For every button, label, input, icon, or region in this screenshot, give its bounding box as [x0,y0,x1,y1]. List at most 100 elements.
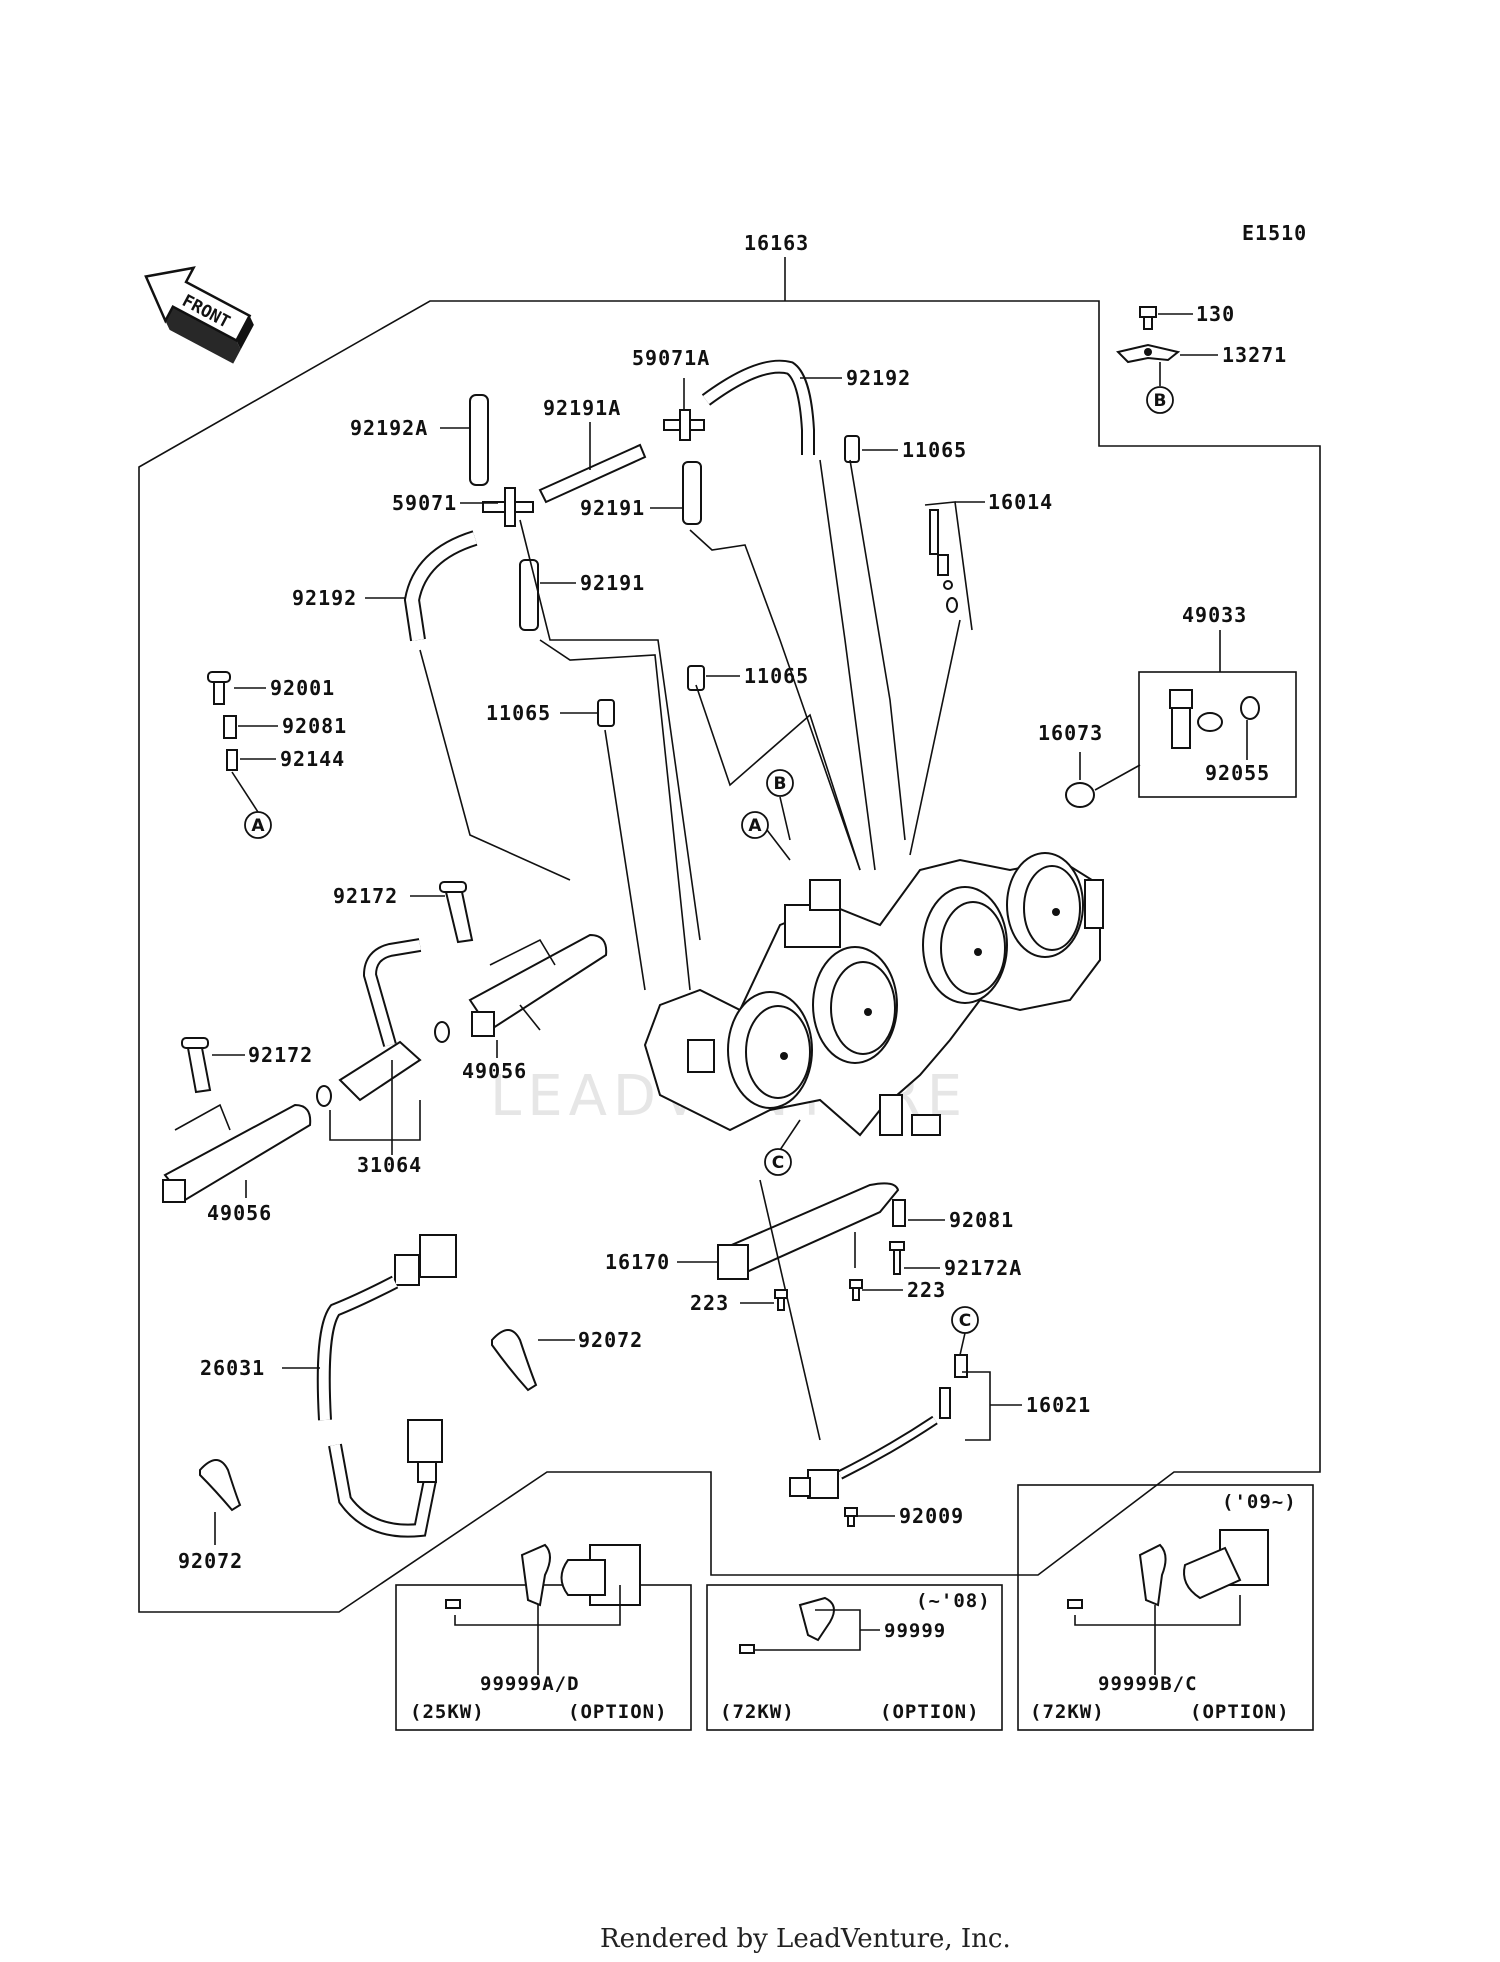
label-92081-left: 92081 [282,714,347,738]
tee-59071a [663,409,705,441]
footer-credit: Rendered by LeadVenture, Inc. [600,1924,1011,1954]
label-92191-b: 92191 [580,571,645,595]
label-16170: 16170 [605,1250,670,1274]
label-16073: 16073 [1038,721,1103,745]
label-92192-top: 92192 [846,366,911,390]
label-16014: 16014 [988,490,1053,514]
option3-years: ('09~) [1222,1491,1297,1513]
hose-92191-b [519,559,539,631]
hose-92192a [469,394,489,486]
option3-part: 99999B/C [1098,1673,1198,1695]
pipe-31064 [316,938,450,1107]
option-box-3: ('09~) 99999B/C (72KW) (OPTION) [1017,1484,1314,1731]
option1-option: (OPTION) [568,1701,668,1723]
cap-11065-mid [687,665,705,691]
screw-223-right [849,1279,863,1301]
option-box-2: (~'08) 99999 (72KW) (OPTION) [706,1584,1003,1731]
screw-92144 [226,749,238,771]
box-49033 [1138,671,1297,798]
option2-option: (OPTION) [880,1701,980,1723]
svg-text:A: A [251,816,265,836]
option-box-1: 99999A/D (25KW) (OPTION) [395,1543,692,1731]
label-59071: 59071 [392,491,457,515]
harness-26031 [316,1234,457,1538]
screw-set-16014 [929,509,958,613]
svg-text:B: B [1154,391,1167,411]
screw-92001 [207,671,231,705]
svg-text:C: C [959,1311,971,1331]
assembly-boundary [138,300,1321,1613]
label-11065-top: 11065 [902,438,967,462]
screw-92172-left [181,1037,212,1094]
label-92144: 92144 [280,747,345,771]
diagram-code: E1510 [1242,221,1307,245]
option2-power: (72KW) [720,1701,795,1723]
label-59071a: 59071A [632,346,710,370]
label-49056-mid: 49056 [462,1059,527,1083]
callout-b-mid [766,769,794,797]
bracket-icon [1067,1529,1269,1609]
label-92072-bottom: 92072 [178,1549,243,1573]
label-26031: 26031 [200,1356,265,1380]
option3-power: (72KW) [1030,1701,1105,1723]
label-11065-mid: 11065 [744,664,809,688]
label-130: 130 [1196,302,1235,326]
bracket-13271 [1116,343,1181,364]
screw-92009 [844,1507,858,1527]
option2-years: (~'08) [916,1590,991,1612]
label-92172-left: 92172 [248,1043,313,1067]
hose-92191a [538,443,647,504]
label-92009: 92009 [899,1504,964,1528]
svg-text:A: A [748,816,762,836]
label-16021: 16021 [1026,1393,1091,1417]
callout-a-left [244,811,272,839]
option3-option: (OPTION) [1190,1701,1290,1723]
screw-223-left [774,1289,788,1311]
label-31064: 31064 [357,1153,422,1177]
oring-92055 [1240,696,1260,720]
label-92172-top: 92172 [333,884,398,908]
front-arrow-icon: FRONT [144,266,254,364]
cross-59071 [482,487,534,527]
label-92172a: 92172A [944,1256,1022,1280]
clamp-92072-mid [491,1329,538,1392]
cap-11065-left [597,699,615,727]
label-92055: 92055 [1205,761,1270,785]
label-92192a: 92192A [350,416,428,440]
bolt-130 [1139,306,1157,330]
clamp-92072-bottom [199,1459,242,1512]
label-49056-left: 49056 [207,1201,272,1225]
screw-92172-top [439,881,474,944]
option1-power: (25KW) [410,1701,485,1723]
hose-92191-a [682,461,702,525]
label-11065-left: 11065 [486,701,551,725]
injector-49056-mid [468,933,608,1037]
label-16163: 16163 [744,231,809,255]
screw-92172a [889,1241,905,1275]
sensor-16021 [789,1354,968,1499]
callout-c-mid [764,1148,792,1176]
injector-49056-left [162,1103,312,1203]
label-92072-mid: 92072 [578,1328,643,1352]
nut-16073 [1065,782,1095,808]
label-223-right: 223 [907,1278,946,1302]
bracket-icon [445,1543,641,1609]
label-13271: 13271 [1222,343,1287,367]
bracket-icon [739,1596,835,1654]
label-92192-left: 92192 [292,586,357,610]
spring-92081-left [223,715,237,739]
sensor-16170 [717,1182,900,1280]
label-92001: 92001 [270,676,335,700]
callout-a-mid [741,811,769,839]
hose-92192-top [701,359,815,455]
label-92191-a: 92191 [580,496,645,520]
fitting-49033 [1169,689,1223,749]
option1-part: 99999A/D [480,1673,580,1695]
label-92081-right: 92081 [949,1208,1014,1232]
throttle-body-assembly [643,852,1104,1137]
svg-text:B: B [774,774,787,794]
option2-part: 99999 [884,1620,946,1642]
callout-b-top [1146,386,1174,414]
spring-92081-right [892,1199,906,1227]
